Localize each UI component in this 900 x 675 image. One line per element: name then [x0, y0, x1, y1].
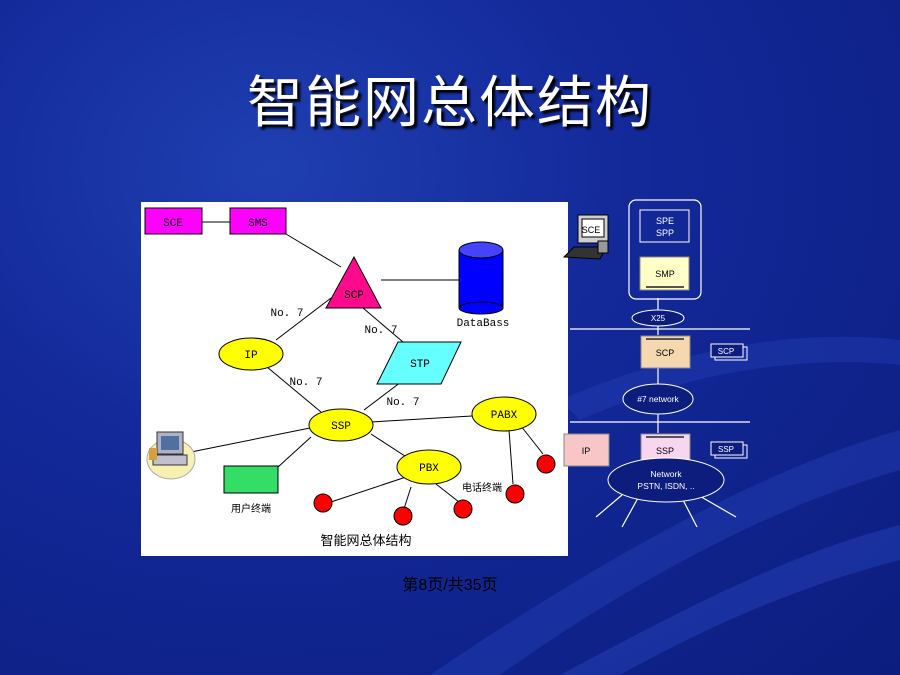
slide-title: 智能网总体结构 [247, 71, 653, 136]
right-connectors [570, 298, 750, 528]
stp-parallelogram [376, 341, 462, 385]
sce-workstation-label: SCE [582, 225, 601, 235]
spp-label: SPP [656, 228, 674, 238]
no7-label-b: No. 7 [364, 325, 397, 337]
user-terminal-label: 用户终端 [231, 502, 271, 515]
phone-terminal-dot [453, 499, 473, 519]
network-ellipse [607, 457, 725, 503]
sce-label: SCE [163, 218, 183, 230]
no7-label-d: No. 7 [386, 397, 419, 409]
phone-terminal-dot [536, 454, 556, 474]
ssp-label: SSP [331, 421, 351, 433]
database-label: DataBass [457, 318, 510, 330]
scp-box-label: SCP [656, 348, 675, 358]
network-label-line1: Network [650, 469, 682, 479]
sce-workstation-icon [562, 214, 609, 260]
ip-box [563, 433, 610, 467]
scp-stack-label: SCP [718, 347, 734, 356]
scp-box [640, 335, 691, 369]
pabx-ellipse [471, 396, 537, 432]
sce-box [144, 207, 203, 235]
phone-terminal-label: 电话终端 [462, 481, 502, 494]
scp-stack-front [710, 343, 744, 358]
phone-terminal-dot [313, 493, 333, 513]
page-footer: 第8页/共35页 [402, 577, 498, 594]
x25-label: X25 [651, 314, 666, 323]
no7-network-label: #7 network [637, 394, 679, 404]
smp-group-box [628, 199, 702, 300]
ssp-box-label: SSP [656, 446, 674, 456]
pbx-label: PBX [419, 463, 439, 475]
ssp-stack-label: SSP [718, 445, 734, 454]
no7-label-c: No. 7 [289, 377, 322, 389]
pbx-ellipse [396, 449, 462, 485]
spe-box [639, 209, 690, 243]
smp-label: SMP [655, 269, 675, 279]
user-terminal-box [223, 465, 279, 494]
phone-terminal-dot [393, 506, 413, 526]
sms-box [229, 207, 287, 235]
computer-icon [146, 431, 196, 480]
scp-label: SCP [344, 290, 364, 302]
network-label-line2: PSTN, ISDN, .. [637, 481, 694, 491]
ip-ellipse [218, 337, 284, 371]
phone-terminal-dot [505, 484, 525, 504]
no7-network-ellipse [622, 383, 694, 415]
database-cylinder [458, 241, 504, 315]
scp-triangle [325, 255, 382, 309]
left-diagram: SCE SMS SCP DataBass No. 7 No. 7 No. 7 N… [144, 207, 556, 549]
ip-box-label: IP [582, 446, 591, 456]
diagram-caption: 智能网总体结构 [320, 534, 411, 549]
ssp-stack-front [710, 441, 744, 456]
smp-box [639, 256, 690, 291]
ssp-ellipse [308, 408, 374, 442]
sms-label: SMS [248, 218, 268, 230]
stp-label: STP [410, 359, 430, 371]
pabx-label: PABX [491, 410, 518, 422]
x25-ellipse [631, 309, 685, 327]
left-diagram-panel: SCE SMS SCP DataBass No. 7 No. 7 No. 7 N… [141, 202, 568, 556]
no7-label-a: No. 7 [270, 308, 303, 320]
ip-label: IP [244, 350, 258, 362]
spe-label: SPE [656, 216, 674, 226]
right-diagram: SCE SPE SPP SMP X25 SCP SCP #7 network I… [562, 199, 750, 528]
